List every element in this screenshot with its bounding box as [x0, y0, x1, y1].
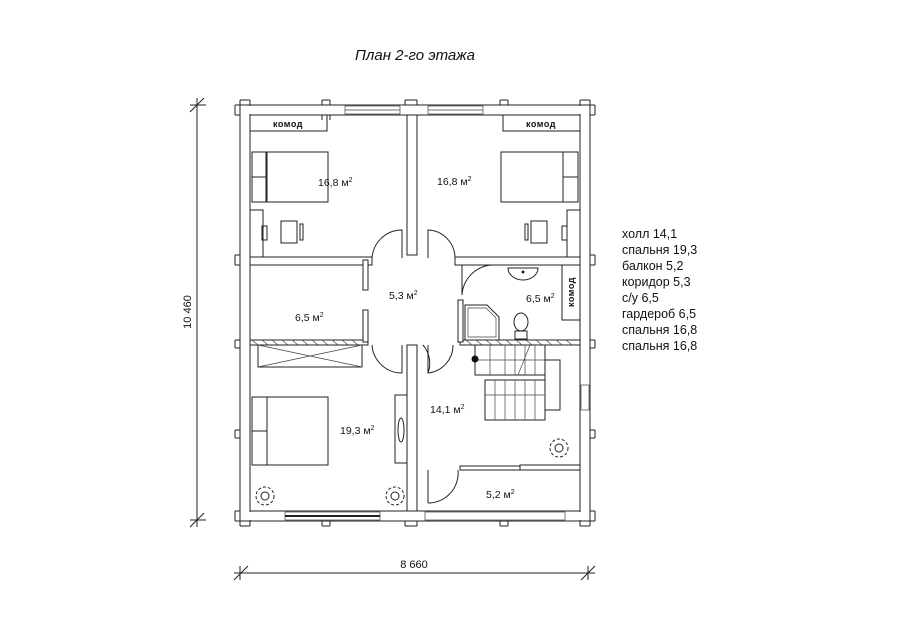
- area-bathroom: 6,5 м2: [526, 293, 555, 305]
- toilet: [513, 312, 529, 340]
- dimension-vertical: 10 460: [182, 97, 206, 528]
- komod-label: комод: [273, 119, 303, 129]
- legend-item: спальня 16,8: [622, 339, 697, 353]
- bed: [251, 396, 329, 466]
- area-hall: 14,1 м2: [430, 404, 465, 416]
- area-wardrobe: 6,5 м2: [295, 312, 324, 324]
- outer-walls: [239, 104, 591, 522]
- bed: [500, 151, 579, 203]
- wardrobe-rack: [257, 344, 363, 368]
- komod-label: комод: [566, 277, 576, 307]
- area-bedroom-top-left: 16,8 м2: [318, 177, 353, 189]
- plant-icon: [549, 438, 569, 458]
- area-balcony: 5,2 м2: [486, 489, 515, 501]
- area-corridor: 5,3 м2: [389, 290, 418, 302]
- legend-item: спальня 19,3: [622, 243, 697, 257]
- legend-item: коридор 5,3: [622, 275, 691, 289]
- log-ends: [234, 99, 596, 527]
- legend-item: с/у 6,5: [622, 291, 659, 305]
- area-bedroom-bottom: 19,3 м2: [340, 425, 375, 437]
- stairs: [471, 344, 561, 421]
- komod-label: комод: [526, 119, 556, 129]
- windows: [284, 105, 590, 521]
- desk: [524, 209, 581, 258]
- area-bedroom-top-right: 16,8 м2: [437, 176, 472, 188]
- bed: [251, 151, 329, 203]
- desk: [249, 209, 304, 258]
- room-legend: холл 14,1 спальня 19,3 балкон 5,2 коридо…: [622, 227, 697, 353]
- sink: [507, 267, 539, 281]
- dimension-horizontal: 8 660: [233, 559, 596, 581]
- height-dimension: 10 460: [182, 295, 194, 329]
- plant-icon: [255, 486, 275, 506]
- room-areas: 16,8 м2 16,8 м2 6,5 м2 5,3 м2 6,5 м2 19,…: [295, 176, 555, 501]
- plant-icon: [385, 486, 405, 506]
- legend-item: гардероб 6,5: [622, 307, 696, 321]
- legend-item: холл 14,1: [622, 227, 677, 241]
- shower: [464, 304, 500, 341]
- furniture: комод комод комод: [249, 114, 581, 506]
- doors: [371, 229, 493, 504]
- legend-item: балкон 5,2: [622, 259, 683, 273]
- legend-item: спальня 16,8: [622, 323, 697, 337]
- plan-title: План 2-го этажа: [355, 47, 475, 64]
- closet: [394, 394, 408, 464]
- width-dimension: 8 660: [400, 559, 428, 571]
